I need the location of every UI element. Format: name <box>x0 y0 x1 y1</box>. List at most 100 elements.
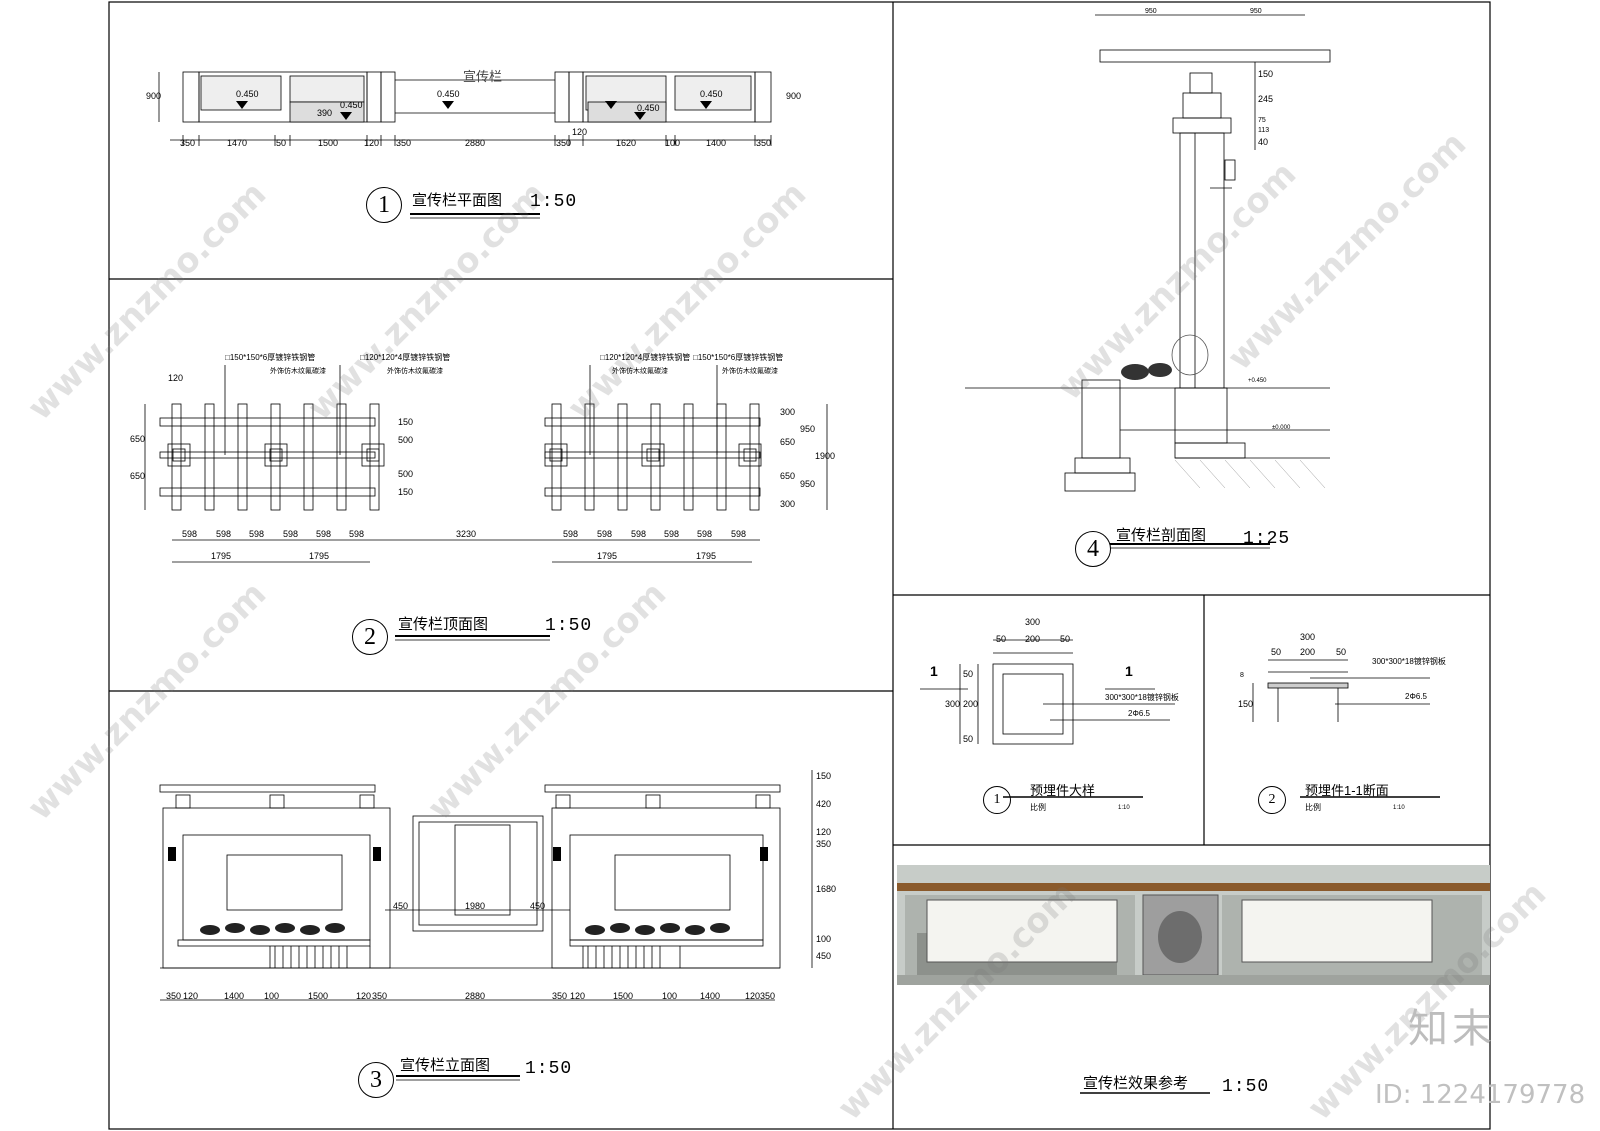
top-vdim: 300 <box>780 499 796 509</box>
section-vdim: 113 <box>1258 127 1270 134</box>
top-dim2: 1795 <box>696 551 717 561</box>
section-plants <box>1121 334 1209 380</box>
top-vdim: 150 <box>398 487 414 497</box>
top-vdim: 300 <box>780 407 796 417</box>
plan-level: 0.450 <box>637 103 660 113</box>
top-view-drawing <box>144 365 828 563</box>
section-view-title: 宣传栏剖面图 <box>1116 526 1207 544</box>
elevation-dim: 1400 <box>700 991 721 1001</box>
top-vdim: 650 <box>130 471 146 481</box>
top-dim: 598 <box>563 529 579 539</box>
plan-dim: 100 <box>665 138 681 148</box>
detail1-vdim: 200 <box>963 699 979 709</box>
elevation-dim: 350 <box>166 991 182 1001</box>
elevation-vdim: 350 <box>816 839 832 849</box>
elevation-vdim: 150 <box>816 771 832 781</box>
elevation-vdim: 120 <box>816 827 832 837</box>
section-top-dim: 950 <box>1250 8 1262 15</box>
section-view-scale: 1:25 <box>1243 529 1291 549</box>
detail1-vdim: 300 <box>945 699 961 709</box>
top-vdim: 500 <box>398 435 414 445</box>
detail2-ratio: 1:10 <box>1393 805 1405 811</box>
top-view-title: 宣传栏顶面图 <box>398 615 489 633</box>
section-view-number: 4 <box>1075 531 1111 567</box>
plan-level: 0.450 <box>236 89 259 99</box>
detail1-note2: 2Φ6.5 <box>1128 709 1150 718</box>
elevation-dim: 350 <box>552 991 568 1001</box>
top-dim: 598 <box>697 529 713 539</box>
top-note: 外饰仿木纹氟碳漆 <box>612 368 668 375</box>
top-vdim: 650 <box>780 471 796 481</box>
detail1-ratio-label: 比例 <box>1030 803 1046 812</box>
plan-dim: 50 <box>276 138 287 148</box>
drawing-id: ID: 1224179778 <box>1375 1080 1586 1110</box>
top-dim: 598 <box>731 529 747 539</box>
plan-dim: 350 <box>556 138 572 148</box>
detail2-dim: 50 <box>1271 647 1282 657</box>
plan-dim: 1500 <box>318 138 339 148</box>
plan-view-scale: 1:50 <box>530 192 578 212</box>
detail2-title: 预埋件1-1断面 <box>1305 783 1389 798</box>
section-vdim: 150 <box>1258 69 1274 79</box>
detail1-dim: 50 <box>1060 634 1071 644</box>
section-top-dim: 950 <box>1145 8 1157 15</box>
top-note: □150*150*6厚镀锌铁钢管 <box>225 353 316 362</box>
elevation-vdim: 100 <box>816 934 832 944</box>
plan-vdim-right: 900 <box>786 91 802 101</box>
plan-view-number: 1 <box>366 187 402 223</box>
section-level: ±0.000 <box>1272 425 1291 431</box>
elevation-fence <box>274 946 661 968</box>
section-vdim: 40 <box>1258 137 1269 147</box>
elevation-dim: 2880 <box>465 991 486 1001</box>
render-title: 宣传栏效果参考 <box>1083 1074 1189 1092</box>
detail2-drawing <box>1252 659 1430 722</box>
plan-dim: 350 <box>180 138 196 148</box>
plan-dim: 1620 <box>616 138 637 148</box>
top-vdim: 120 <box>168 373 184 383</box>
detail1-number: 1 <box>983 786 1011 814</box>
top-dim2: 1795 <box>597 551 618 561</box>
plan-vdim-inner: 390 <box>317 108 333 118</box>
top-vdim: 1900 <box>815 451 836 461</box>
detail2-number: 2 <box>1258 786 1286 814</box>
plan-level: 0.450 <box>700 89 723 99</box>
plan-level-markers <box>236 101 712 120</box>
section-hatch <box>1174 459 1326 489</box>
detail2-dim: 300 <box>1300 632 1316 642</box>
plan-dim: 1470 <box>227 138 248 148</box>
detail1-vdim: 50 <box>963 734 974 744</box>
top-note: 外饰仿木纹氟碳漆 <box>387 368 443 375</box>
plan-dim: 350 <box>756 138 772 148</box>
elevation-center-dim: 450 <box>393 901 409 911</box>
top-dim: 598 <box>216 529 232 539</box>
elevation-vdim: 450 <box>816 951 832 961</box>
top-dim: 3230 <box>456 529 477 539</box>
detail1-note: 300*300*18镀锌钢板 <box>1105 693 1179 702</box>
plan-dim: 1400 <box>706 138 727 148</box>
top-note: □150*150*6厚镀锌铁钢管 <box>693 353 784 362</box>
render-scale: 1:50 <box>1222 1077 1270 1097</box>
elevation-view-scale: 1:50 <box>525 1059 573 1079</box>
top-vdim: 650 <box>780 437 796 447</box>
top-vdim: 650 <box>130 434 146 444</box>
detail1-title: 预埋件大样 <box>1030 783 1096 798</box>
elevation-view-number: 3 <box>358 1062 394 1098</box>
top-dim: 598 <box>316 529 332 539</box>
brand-logo: 知末 <box>1408 1006 1496 1052</box>
top-dim: 598 <box>182 529 198 539</box>
detail2-dim: 50 <box>1336 647 1347 657</box>
plan-vdim: 900 <box>146 91 162 101</box>
detail1-vdim: 50 <box>963 669 974 679</box>
elevation-dim: 120 <box>183 991 199 1001</box>
elevation-dim: 120 <box>356 991 372 1001</box>
top-dim: 598 <box>597 529 613 539</box>
detail1-drawing <box>920 639 1175 745</box>
top-note: □120*120*4厚镀锌铁钢管 <box>360 353 451 362</box>
effect-render-image <box>897 865 1490 985</box>
top-dim: 598 <box>283 529 299 539</box>
top-note: 外饰仿木纹氟碳漆 <box>722 368 778 375</box>
detail2-vdim: 8 <box>1240 672 1244 679</box>
elevation-dim: 350 <box>372 991 388 1001</box>
elevation-dim: 100 <box>662 991 678 1001</box>
